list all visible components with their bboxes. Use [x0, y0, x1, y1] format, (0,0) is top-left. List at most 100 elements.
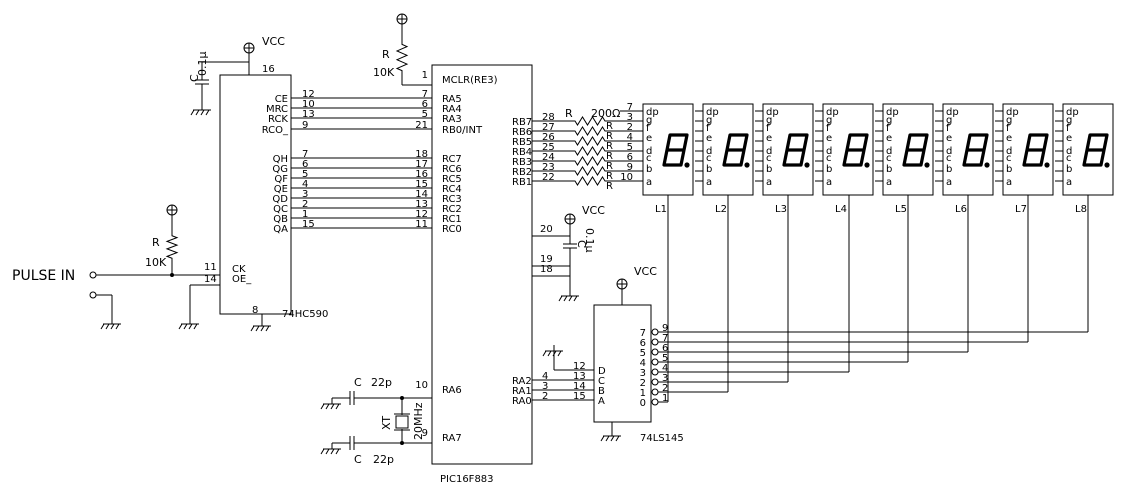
ground-symbol [615, 435, 620, 442]
pin-label: B [598, 386, 605, 397]
vcc-symbol [243, 42, 255, 54]
ground-symbol [183, 323, 188, 330]
pin-number: 12 [415, 209, 428, 220]
segment-label: a [946, 177, 952, 188]
pin-label: 6 [640, 338, 646, 349]
decimal-point [1044, 162, 1050, 168]
pin-label: RC2 [442, 204, 462, 215]
pin-number: 4 [627, 132, 633, 143]
segment-label: g [1066, 115, 1072, 126]
segment-label: f [706, 123, 710, 134]
segment-label: b [646, 164, 652, 175]
segment-label: a [886, 177, 892, 188]
digit-glyph [782, 133, 809, 167]
output-bubble [651, 338, 659, 346]
segment-label: e [646, 133, 652, 144]
pin-label: 0 [640, 398, 646, 409]
segment-label: d [946, 146, 952, 157]
pin-number: 7 [302, 149, 308, 160]
pin-number: 25 [542, 142, 555, 153]
ground-symbol [568, 295, 573, 302]
resistor-value: 10K [373, 66, 395, 79]
pin-number: 11 [204, 262, 217, 273]
resistor-r [570, 146, 610, 156]
pin-number: 4 [302, 179, 308, 190]
pin-number: 2 [542, 391, 548, 402]
segment-label: g [766, 115, 772, 126]
pin-label: 1 [640, 388, 646, 399]
pin-number: 5 [662, 353, 668, 364]
segment-label: dp [826, 107, 839, 118]
components [89, 13, 1114, 465]
ground-symbol [188, 323, 193, 330]
pin-number: 7 [422, 89, 428, 100]
ground-symbol [265, 325, 270, 332]
pin-label: QE [274, 184, 288, 195]
resistor-r [165, 232, 179, 262]
pin-number: 3 [302, 189, 308, 200]
pin-label: RB7 [512, 117, 532, 128]
seven-seg-display [822, 103, 874, 196]
segment-label: a [646, 177, 652, 188]
ground-symbol [260, 325, 265, 332]
segment-label: b [886, 164, 892, 175]
pin-label: QF [274, 174, 288, 185]
ground-symbol [600, 435, 605, 442]
digit-label: L3 [775, 204, 787, 215]
pin-number: 1 [302, 209, 308, 220]
pin-label: RB4 [512, 147, 532, 158]
segment-label: dp [1006, 107, 1019, 118]
capacitor-ref: C [354, 453, 362, 466]
pin-number: 28 [542, 112, 555, 123]
resistor-label: R [606, 131, 613, 142]
output-bubble [651, 368, 659, 376]
segment-label: b [1066, 164, 1072, 175]
seven-seg-display [1062, 103, 1114, 196]
ground-symbol [255, 325, 260, 332]
digit-glyph [902, 133, 929, 167]
ground-symbol [250, 325, 255, 332]
segment-label: dp [886, 107, 899, 118]
ground-symbol [100, 323, 105, 330]
pin-label: RA5 [442, 94, 462, 105]
pin-label: RCK [268, 114, 288, 125]
resistor-r [395, 40, 409, 75]
segment-label: g [706, 115, 712, 126]
resistor-label: R [606, 121, 613, 132]
digit-label: L1 [655, 204, 667, 215]
ground-symbol [335, 448, 340, 455]
segment-label: dp [1066, 107, 1079, 118]
input-terminal [89, 271, 97, 279]
pin-number: 14 [573, 381, 586, 392]
seven-seg-display [642, 103, 694, 196]
pin-label: 5 [640, 348, 646, 359]
ground-symbol [325, 448, 330, 455]
pin-number: 7 [662, 333, 668, 344]
segment-label: a [1066, 177, 1072, 188]
resistor-ref: R [382, 48, 390, 61]
digit-label: L6 [955, 204, 967, 215]
pin-number: 9 [422, 428, 428, 439]
ground-symbol [605, 435, 610, 442]
vcc-symbol [166, 204, 178, 216]
pin-number: 15 [415, 179, 428, 190]
capacitor-value: 0.1μ [583, 228, 596, 253]
pin-number: 17 [415, 159, 428, 170]
resistor-ref: R [152, 236, 160, 249]
pin-label: RA3 [442, 114, 462, 125]
segment-label: d [1006, 146, 1012, 157]
vcc-label: VCC [582, 204, 605, 217]
pin-number: 10 [620, 172, 633, 183]
pin-label: RA1 [512, 386, 532, 397]
segment-label: e [946, 133, 952, 144]
segment-label: b [1006, 164, 1012, 175]
pin-label: 4 [640, 358, 646, 369]
pin-number: 5 [302, 169, 308, 180]
resistor-label: R [606, 141, 613, 152]
pin-label: QB [273, 214, 288, 225]
pin-label: RA4 [442, 104, 462, 115]
segment-label: d [886, 146, 892, 157]
pin-label: RB0/INT [442, 125, 483, 136]
